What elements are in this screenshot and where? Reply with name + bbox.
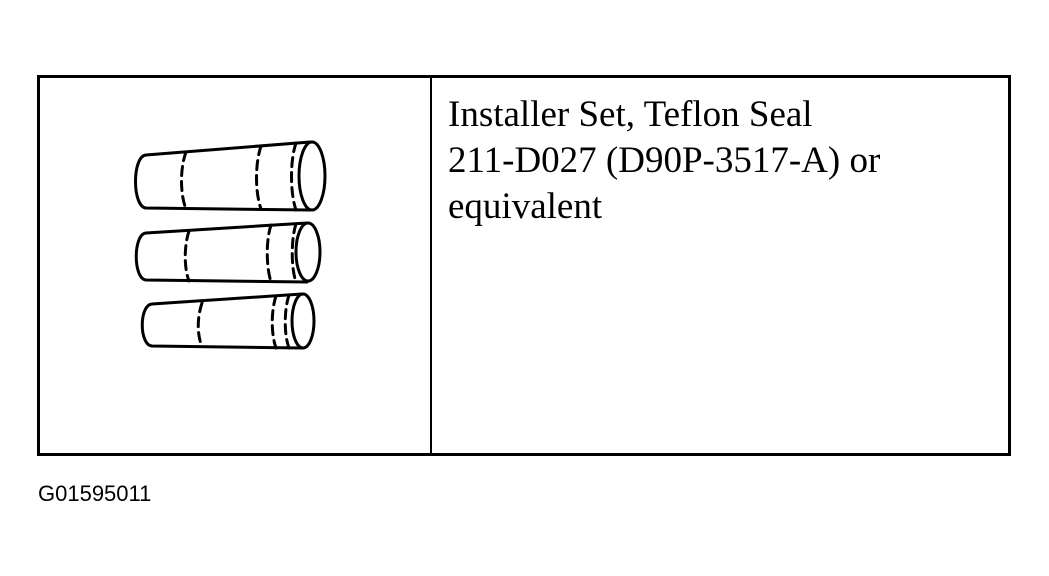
illustration-cell	[40, 78, 432, 453]
tool-equivalent-line: equivalent	[448, 186, 603, 227]
figure-id: G01595011	[38, 481, 152, 506]
description-cell: Installer Set, Teflon Seal 211-D027 (D90…	[432, 78, 1008, 453]
installer-sleeve-medium	[134, 221, 322, 284]
tool-part-number-line: 211-D027 (D90P-3517-A) or	[448, 140, 881, 181]
tool-name-line: Installer Set, Teflon Seal	[448, 94, 813, 135]
seal-installer-set-illustration	[134, 140, 327, 350]
tool-table: Installer Set, Teflon Seal 211-D027 (D90…	[37, 75, 1011, 456]
installer-sleeve-small	[140, 292, 316, 350]
installer-sleeve-large	[134, 140, 327, 212]
